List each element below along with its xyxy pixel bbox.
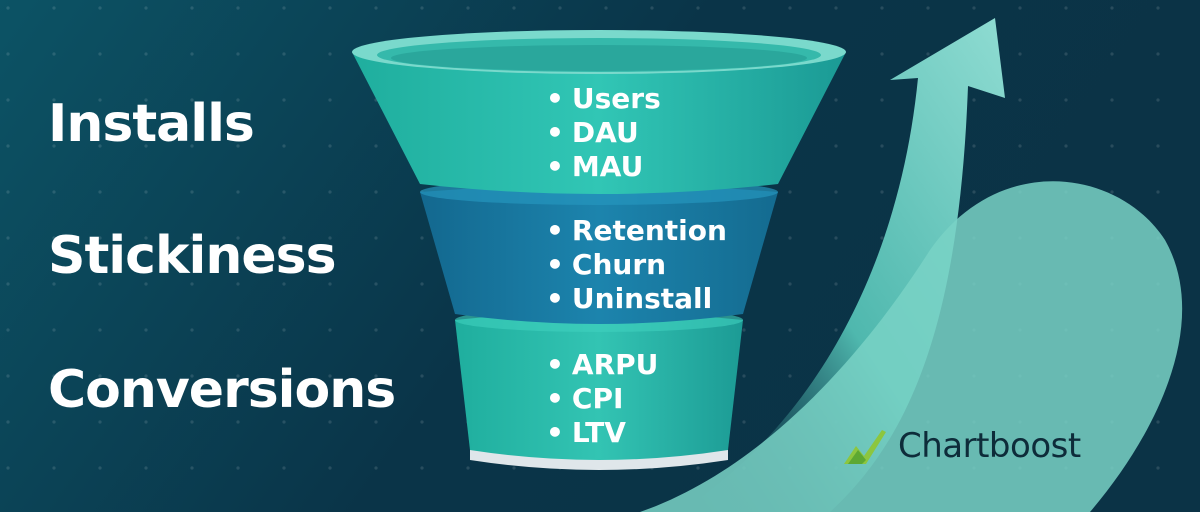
conversions-metric-list: ARPU CPI LTV — [546, 348, 659, 450]
stage-label-installs: Installs — [48, 94, 255, 154]
metric-item: Users — [546, 82, 661, 116]
metric-item: LTV — [546, 416, 658, 450]
metric-item: CPI — [546, 382, 658, 416]
metric-item: Uninstall — [546, 282, 727, 316]
stage-label-conversions: Conversions — [48, 360, 396, 420]
installs-metric-list: Users DAU MAU — [546, 82, 661, 184]
metric-item: MAU — [546, 150, 661, 184]
brand-logo: Chartboost — [842, 424, 1081, 468]
stickiness-metric-list: Retention Churn Uninstall — [546, 214, 727, 316]
wave-shape — [640, 181, 1183, 512]
metric-item: Churn — [546, 248, 727, 282]
metric-item: ARPU — [546, 348, 659, 382]
metric-item: DAU — [546, 116, 661, 150]
stage-label-stickiness: Stickiness — [48, 226, 337, 286]
arrow-curve-shape — [680, 18, 1005, 512]
chartboost-logo-icon — [844, 430, 886, 464]
brand-name: Chartboost — [898, 426, 1081, 466]
metric-item: Retention — [546, 214, 727, 248]
